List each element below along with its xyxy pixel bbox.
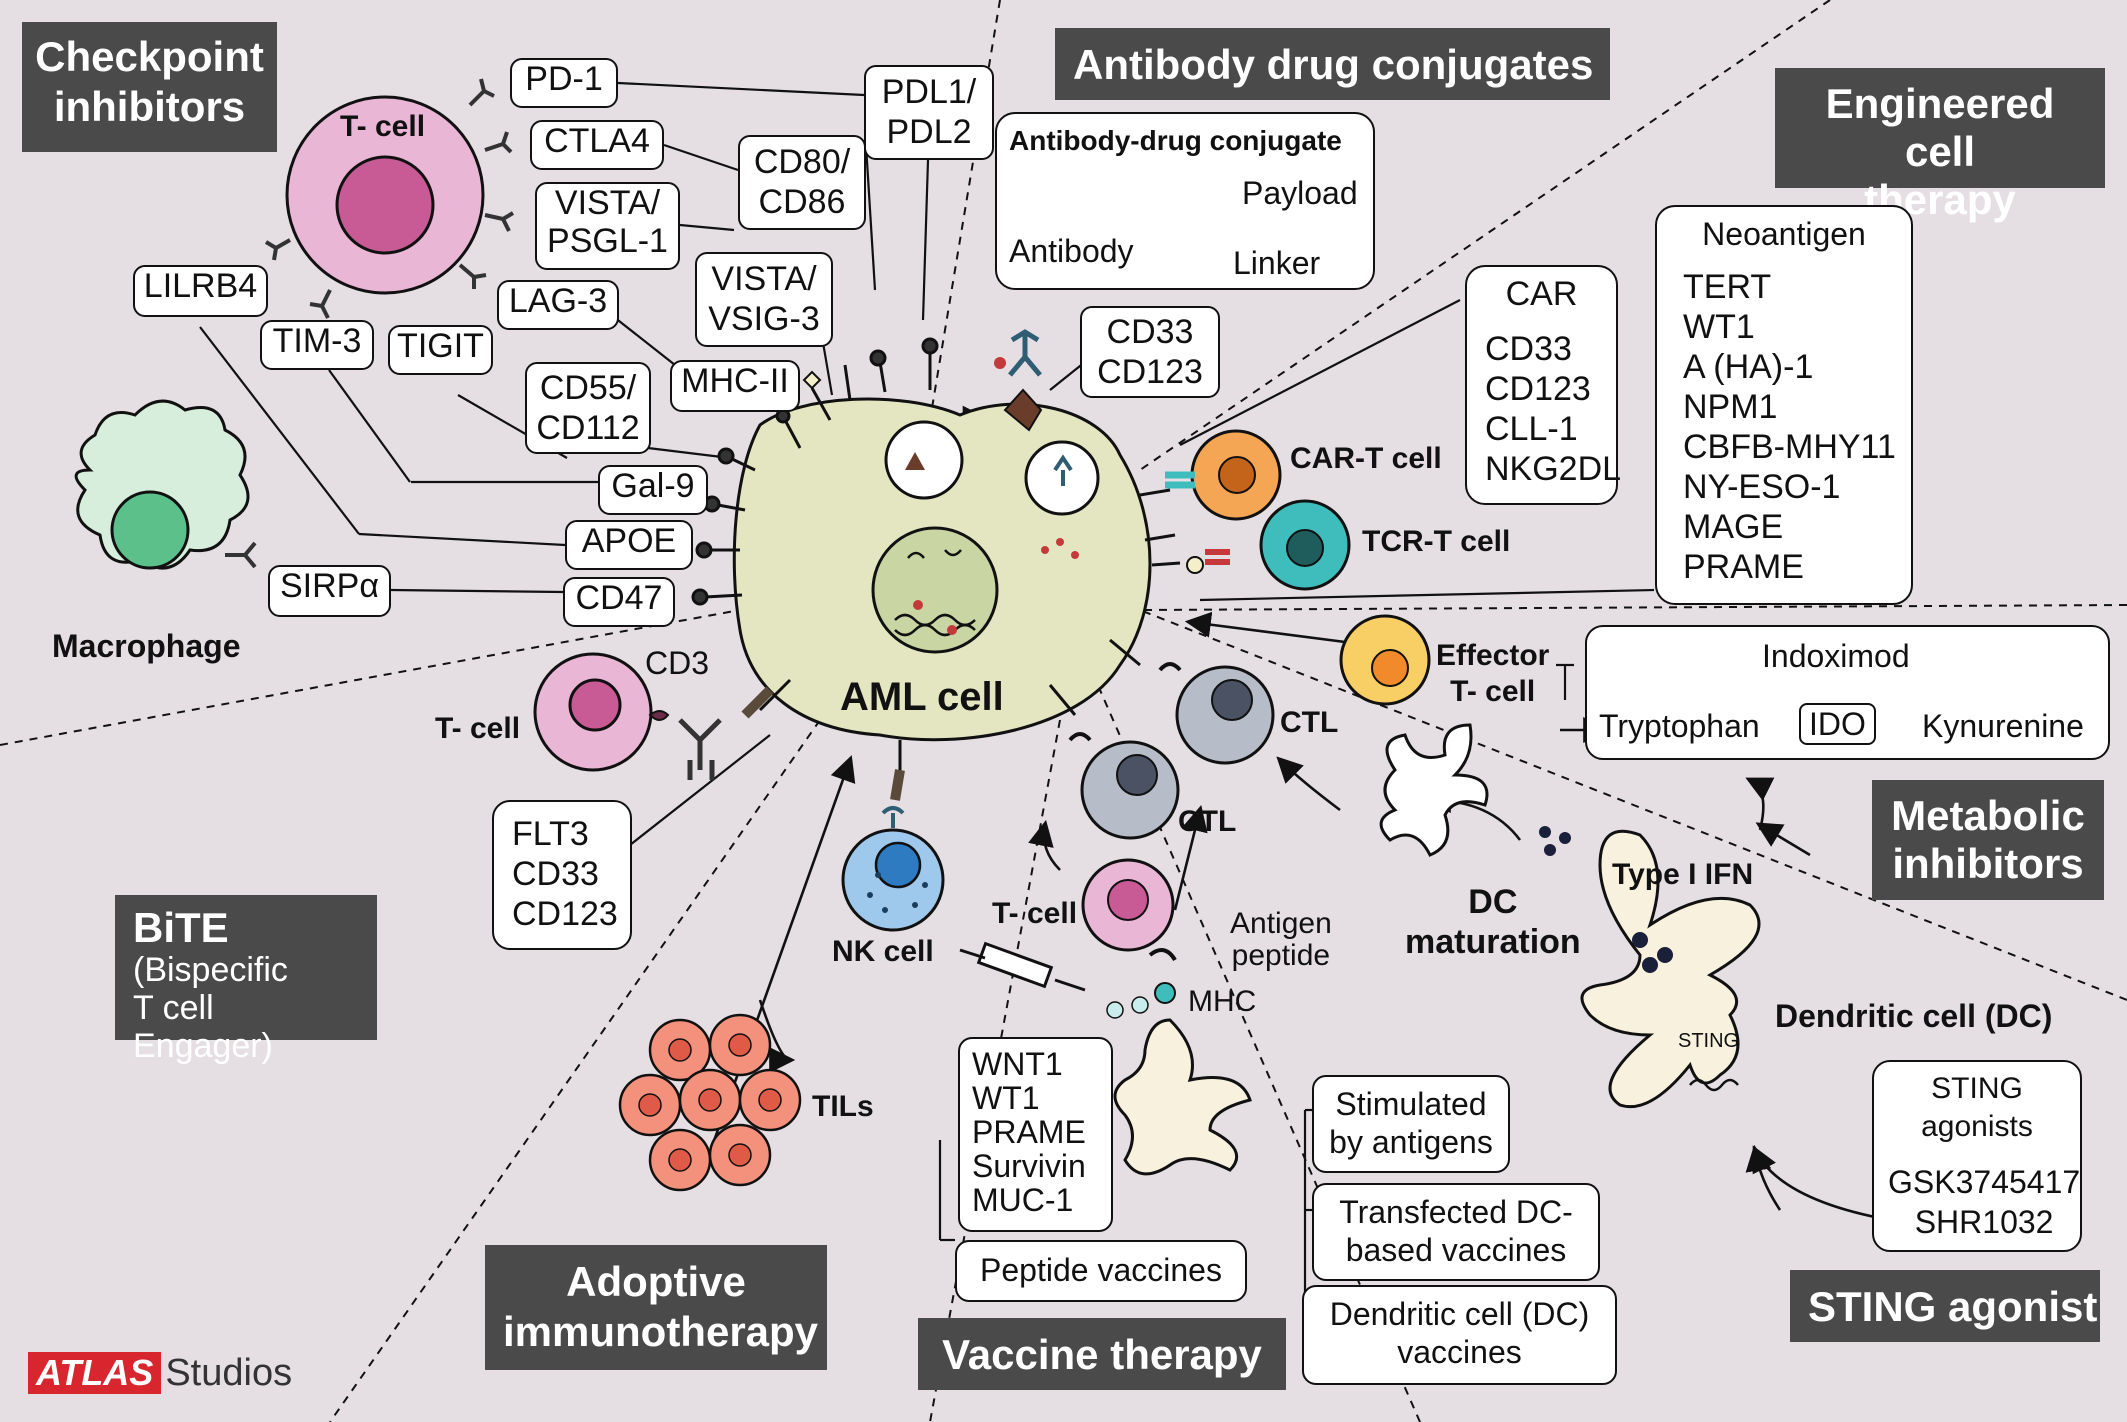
aml-cell-label: AML cell	[840, 675, 1004, 719]
cd55-cd112-box: CD55/ CD112	[525, 362, 651, 454]
sirpa-box: SIRPα	[268, 565, 391, 617]
aml-nucleus	[871, 526, 999, 654]
neoantigen-box: Neoantigen TERT WT1 A (HA)-1 NPM1 CBFB-M…	[1655, 205, 1913, 605]
sting-agonists-title: STING agonists	[1921, 1072, 2033, 1143]
kynurenine-label: Kynurenine	[1922, 708, 2084, 744]
tcell-vaccine-label: T- cell	[992, 897, 1078, 930]
car-target-list: CD33 CD123 CLL-1 NKG2DL	[1485, 330, 1622, 488]
adc-payload-label: Payload	[1242, 175, 1358, 211]
vista-vsig3-box: VISTA/ VSIG-3	[695, 252, 833, 347]
dc-maturation-body	[1379, 723, 1489, 857]
header-metabolic-inhibitors: Metabolic inhibitors	[1872, 780, 2104, 900]
transfected-dc-box: Transfected DC- based vaccines	[1312, 1183, 1600, 1281]
header-checkpoint-inhibitors: Checkpoint inhibitors	[22, 22, 277, 152]
neoantigen-title: Neoantigen	[1702, 216, 1866, 252]
dendritic-cell-label: Dendritic cell (DC)	[1775, 998, 2053, 1034]
mhc-label: MHC	[1188, 985, 1257, 1018]
adc-box-title: Antibody-drug conjugate	[1009, 125, 1342, 156]
pdl1-pdl2-box: PDL1/ PDL2	[864, 65, 994, 160]
car-box-title: CAR	[1505, 275, 1578, 313]
tcell-top-label: T- cell	[340, 110, 426, 143]
tim3-box: TIM-3	[260, 320, 374, 370]
macrophage-label: Macrophage	[52, 628, 241, 664]
bite-targets-box: FLT3 CD33 CD123	[492, 800, 632, 950]
syringe-icon	[959, 941, 1086, 992]
sting-inner-label: STING	[1678, 1030, 1740, 1052]
tcr-t-label: TCR-T cell	[1362, 525, 1511, 558]
antigen-peptide-label: Antigen peptide	[1230, 907, 1332, 972]
tcell-bite-label: T- cell	[435, 712, 521, 745]
dc-maturation-label: DC maturation	[1405, 883, 1581, 961]
dc-vaccine-body	[1113, 1018, 1252, 1176]
adc-antibody-label: Antibody	[1009, 233, 1134, 269]
peptide-list-box: WNT1 WT1 PRAME Survivin MUC-1	[958, 1037, 1113, 1232]
vista-psgl1-box: VISTA/ PSGL-1	[535, 182, 680, 270]
effector-t-label: Effector T- cell	[1436, 639, 1550, 708]
tryptophan-label: Tryptophan	[1599, 708, 1760, 744]
logo-suffix: Studios	[165, 1352, 293, 1394]
car-t-label: CAR-T cell	[1290, 442, 1442, 475]
ctl-2-label: CTL	[1178, 805, 1237, 838]
cd80-cd86-box: CD80/ CD86	[738, 135, 866, 230]
car-box: CAR CD33 CD123 CLL-1 NKG2DL	[1465, 265, 1622, 505]
adc-box: Antibody-drug conjugate Payload Antibody…	[995, 112, 1375, 290]
ido-enzyme-box: IDO	[1799, 703, 1876, 745]
stimulated-antigens-box: Stimulated by antigens	[1312, 1075, 1510, 1173]
bite-subtitle: (Bispecific T cell Engager)	[133, 951, 288, 1065]
indoximod-label: Indoximod	[1762, 638, 1910, 674]
tils-label: TILs	[812, 1090, 874, 1123]
dendritic-cell-body	[1580, 829, 1761, 1109]
header-vaccine-therapy: Vaccine therapy	[918, 1318, 1286, 1390]
lilrb4-box: LILRB4	[133, 265, 268, 317]
logo-brand: ATLAS	[28, 1352, 162, 1394]
tigit-box: TIGIT	[388, 325, 493, 375]
mhc2-box: MHC-II	[670, 360, 800, 412]
nk-cell-label: NK cell	[832, 935, 934, 968]
adc-targets-box: CD33 CD123	[1080, 306, 1220, 398]
apoe-box: APOE	[565, 520, 693, 570]
header-antibody-drug-conjugates: Antibody drug conjugates	[1055, 28, 1610, 100]
gal9-box: Gal-9	[598, 465, 708, 515]
header-engineered-cell-therapy: Engineered cell therapy	[1775, 68, 2105, 223]
pd1-box: PD-1	[510, 58, 618, 108]
dc-vaccines-box: Dendritic cell (DC) vaccines	[1302, 1285, 1617, 1385]
sting-agonists-list: GSK3745417 SHR1032	[1888, 1164, 2081, 1240]
adc-linker-label: Linker	[1233, 245, 1321, 281]
ctl-1-label: CTL	[1280, 706, 1339, 739]
cd3-label: CD3	[645, 645, 710, 681]
sting-agonists-box: STING agonists GSK3745417 SHR1032	[1872, 1060, 2082, 1252]
ctla4-box: CTLA4	[530, 120, 664, 170]
header-bite: BiTE (Bispecific T cell Engager)	[115, 895, 377, 1065]
neoantigen-list: TERT WT1 A (HA)-1 NPM1 CBFB-MHY11 NY-ESO…	[1683, 268, 1896, 586]
cd47-box: CD47	[563, 577, 675, 627]
bite-title: BiTE	[133, 904, 229, 951]
type1-ifn-label: Type I IFN	[1612, 858, 1754, 891]
header-sting-agonist: STING agonist	[1790, 1270, 2100, 1342]
adc-bound-antibody	[1008, 329, 1042, 377]
lag3-box: LAG-3	[497, 280, 619, 330]
ido-box: Indoximod Tryptophan IDO Kynurenine	[1585, 625, 2110, 760]
header-adoptive-immunotherapy: Adoptive immunotherapy	[485, 1245, 827, 1370]
peptide-vaccines-box: Peptide vaccines	[955, 1240, 1247, 1302]
